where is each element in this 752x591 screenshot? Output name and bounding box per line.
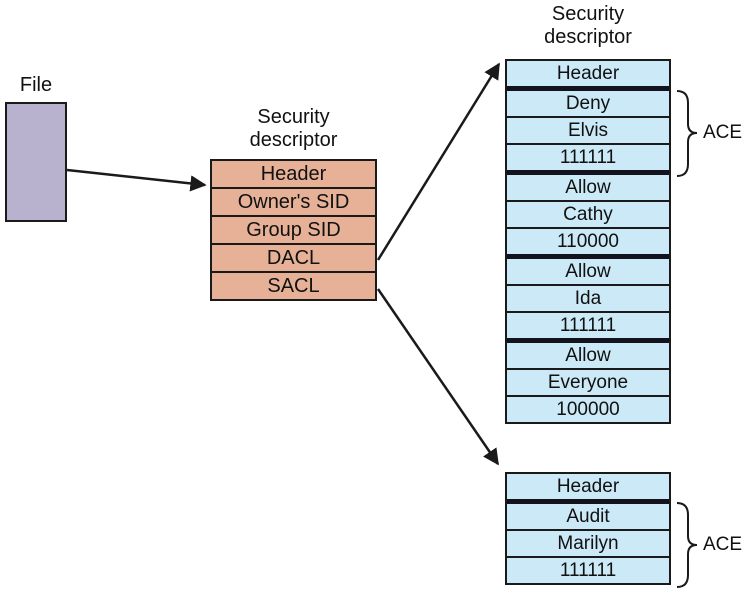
arrow-sacl-to-acl xyxy=(376,288,500,466)
dacl-ace4-mask: 100000 xyxy=(507,395,669,422)
dacl-ace2-who: Cathy xyxy=(507,200,669,227)
ace-label-sacl: ACE xyxy=(703,534,743,555)
security-descriptor-table: Header Owner's SID Group SID DACL SACL xyxy=(210,159,377,301)
sacl-ace1-type: Audit xyxy=(566,506,610,527)
dacl-row-header: Header xyxy=(556,63,620,84)
dacl-ace3-mask: 111111 xyxy=(507,311,669,338)
sd-row-sacl: SACL xyxy=(212,271,375,299)
sacl-ace1-mask: 111111 xyxy=(507,556,669,583)
file-label: File xyxy=(19,74,53,96)
ace-separator xyxy=(507,338,669,343)
dacl-ace3-type: Allow xyxy=(565,261,611,282)
dacl-table: Header Deny Elvis 111111 Allow Cathy 110… xyxy=(505,59,671,424)
security-descriptor-label-line2: descriptor xyxy=(249,129,338,151)
sd-row-group-sid: Group SID xyxy=(212,215,375,243)
acl-descriptor-label: Security descriptor xyxy=(505,3,671,49)
ace-brace-sacl xyxy=(676,502,698,588)
security-descriptor-label-line1: Security xyxy=(257,106,330,128)
dacl-ace3-who: Ida xyxy=(507,284,669,311)
ace-separator xyxy=(507,86,669,91)
ace-separator xyxy=(507,499,669,504)
sacl-table: Header Audit Marilyn 111111 xyxy=(505,472,671,585)
ace-brace-dacl xyxy=(676,90,698,177)
sacl-ace1-who: Marilyn xyxy=(507,529,669,556)
arrow-file-to-descriptor xyxy=(66,168,207,192)
dacl-ace4-type: Allow xyxy=(565,345,611,366)
sacl-row-header: Header xyxy=(556,476,620,497)
dacl-ace2-mask: 110000 xyxy=(507,227,669,254)
sd-row-owner-sid: Owner's SID xyxy=(212,187,375,215)
dacl-ace1-who: Elvis xyxy=(507,116,669,143)
dacl-ace4-who: Everyone xyxy=(507,368,669,395)
sd-row-dacl: DACL xyxy=(212,243,375,271)
security-descriptor-label: Security descriptor xyxy=(210,106,377,152)
ace-label-dacl: ACE xyxy=(703,122,743,143)
sd-row-header: Header xyxy=(260,163,327,185)
acl-descriptor-label-line2: descriptor xyxy=(544,26,632,48)
ace-separator xyxy=(507,254,669,259)
dacl-ace1-mask: 111111 xyxy=(507,143,669,170)
arrow-dacl-to-acl xyxy=(376,62,501,261)
acl-descriptor-label-line1: Security xyxy=(551,3,625,25)
file-box xyxy=(5,102,67,222)
ace-separator xyxy=(507,170,669,175)
dacl-ace2-type: Allow xyxy=(565,177,611,198)
dacl-ace1-type: Deny xyxy=(565,93,611,114)
